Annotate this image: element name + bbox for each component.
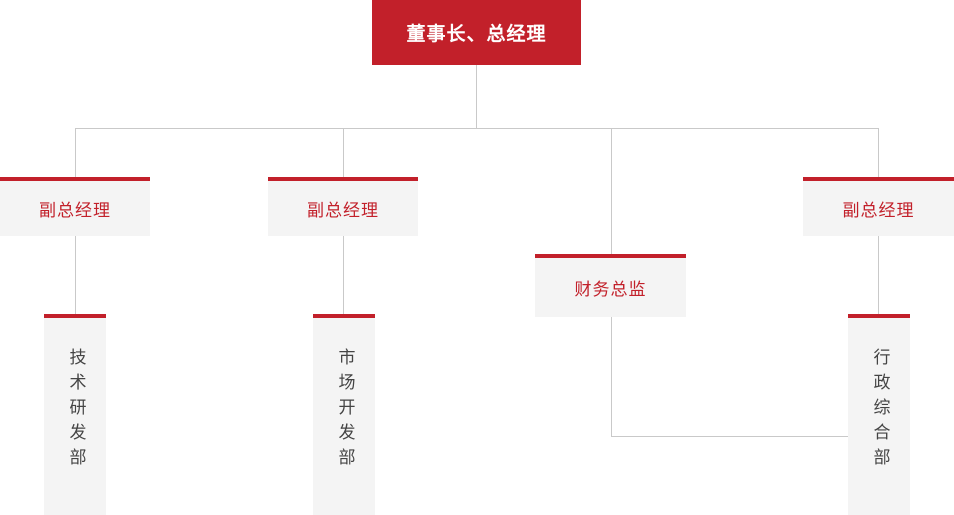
node-cfo-label: 财务总监 [574,280,647,300]
node-dept-rnd[interactable]: 技术研发部 [44,314,106,515]
connector-cfo-down [611,317,612,436]
connector-vp1-to-rnd [75,236,76,314]
connector-cfo-to-admin [611,436,849,437]
node-vice-gm-1-label: 副总经理 [39,201,111,221]
node-vice-gm-3[interactable]: 副总经理 [803,177,954,236]
connector-drop-vp2 [343,128,344,177]
node-cfo[interactable]: 财务总监 [535,254,686,317]
node-vice-gm-3-label: 副总经理 [842,201,915,221]
connector-drop-vp3 [878,128,879,177]
connector-drop-vp1 [75,128,76,177]
node-chairman-gm-label: 董事长、总经理 [406,23,547,45]
node-dept-rnd-label: 技术研发部 [65,348,86,473]
node-dept-admin[interactable]: 行政综合部 [848,314,910,515]
connector-vp3-to-admin [878,236,879,314]
connector-drop-cfo [611,128,612,254]
node-dept-market[interactable]: 市场开发部 [313,314,375,515]
node-vice-gm-2[interactable]: 副总经理 [268,177,418,236]
connector-vp2-to-market [343,236,344,314]
node-vice-gm-1[interactable]: 副总经理 [0,177,150,236]
node-chairman-gm[interactable]: 董事长、总经理 [372,0,581,65]
connector-root-stem [476,65,477,128]
connector-level2-bus [75,128,879,129]
node-dept-market-label: 市场开发部 [334,348,355,473]
node-dept-admin-label: 行政综合部 [869,348,890,473]
node-vice-gm-2-label: 副总经理 [307,201,379,221]
